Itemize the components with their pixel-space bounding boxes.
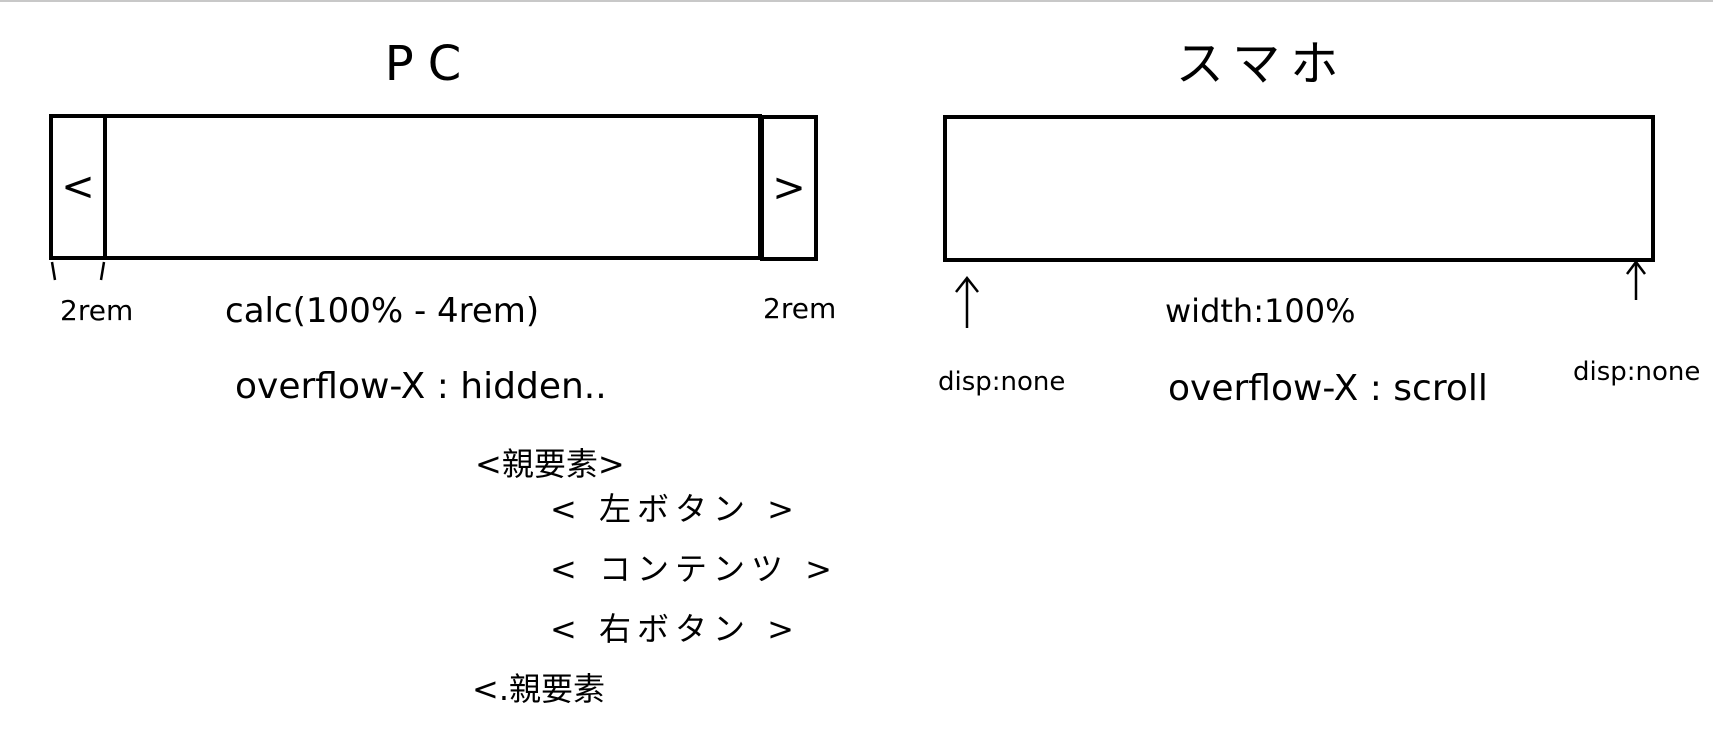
structure-parent-close: <.親要素 <box>472 670 605 708</box>
sp-content-box <box>943 115 1655 262</box>
pc-overflow-label: overflow-X : hidden.. <box>235 366 607 407</box>
pc-content-box <box>103 114 762 260</box>
pc-right-arrow-glyph: > <box>772 165 806 211</box>
window-top-border <box>0 0 1713 2</box>
pc-center-width-label: calc(100% - 4rem) <box>225 291 539 331</box>
sp-right-note: disp:none <box>1573 357 1700 387</box>
sp-width-label: width:100% <box>1165 292 1355 330</box>
pc-right-button-box <box>760 115 818 261</box>
pc-left-arrow-glyph: < <box>61 164 95 210</box>
structure-left-button: < 左ボタン > <box>550 490 800 528</box>
sp-right-up-arrow <box>1626 259 1646 300</box>
structure-parent-open: <親要素> <box>475 445 625 483</box>
pc-left-width-bracket <box>50 261 106 281</box>
sp-left-note: disp:none <box>938 367 1065 397</box>
structure-right-button: < 右ボタン > <box>550 610 800 648</box>
pc-right-width-label: 2rem <box>763 292 836 325</box>
pc-left-width-label: 2rem <box>60 294 133 327</box>
pc-slider-frame <box>49 114 818 261</box>
sp-left-up-arrow <box>955 275 979 328</box>
sp-title: スマホ <box>1176 36 1349 92</box>
sp-overflow-label: overflow-X : scroll <box>1168 368 1488 409</box>
structure-content: < コンテンツ > <box>550 550 838 588</box>
pc-title: PC <box>385 36 475 92</box>
